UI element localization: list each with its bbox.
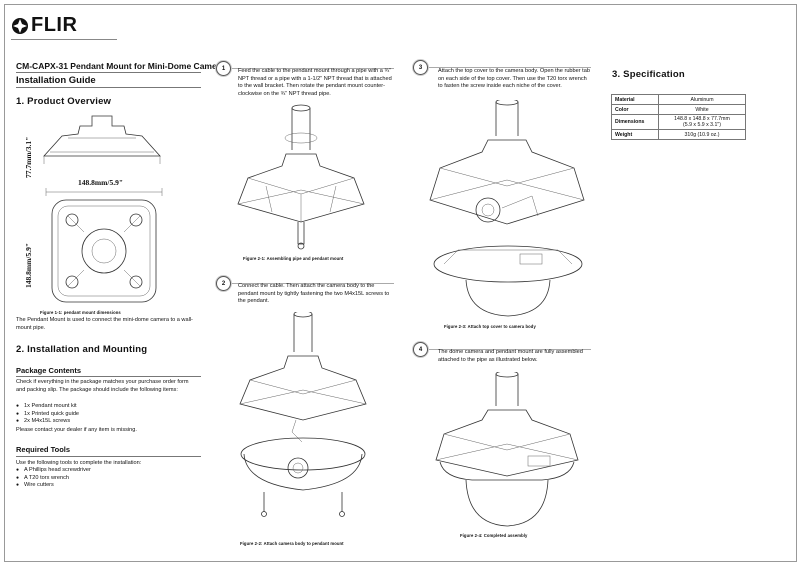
table-row: Weight 310g (10.9 oz.)	[611, 129, 746, 140]
required-tools-list: A Phillips head screwdriver A T20 torx w…	[16, 467, 196, 490]
package-contents-rule	[16, 376, 201, 377]
title-rule	[16, 72, 201, 73]
flir-logo: FLIR	[11, 14, 77, 37]
specification-table: Material Aluminum Color White Dimensions…	[611, 94, 746, 140]
spec-value: 148.8 x 148.8 x 77.7mm (5.9 x 5.9 x 3.1"…	[658, 114, 746, 130]
figure-2-4-caption: Figure 2-4: Completed assembly	[460, 533, 528, 538]
required-tools-heading: Required Tools	[16, 445, 71, 454]
specification-heading: 3. Specification	[612, 69, 685, 80]
doc-title: CM-CAPX-31 Pendant Mount for Mini-Dome C…	[16, 61, 225, 71]
step-1-text: Feed the cable to the pendant mount thro…	[238, 68, 392, 97]
figure-2-2-caption: Figure 2-2: Attach camera body to pendan…	[240, 541, 344, 546]
list-item: 2x M4x15L screws	[16, 418, 196, 426]
list-item: 1x Pendant mount kit	[16, 403, 196, 411]
spec-value: White	[658, 104, 746, 115]
step-4-badge: 4	[413, 342, 428, 357]
step-2-line	[228, 283, 394, 284]
step-1-line	[228, 68, 394, 69]
table-row: Material Aluminum	[611, 94, 746, 105]
guide-rule	[16, 87, 201, 88]
package-contents-note: Please contact your dealer if any item i…	[16, 427, 137, 433]
step-4-line	[425, 349, 591, 350]
overview-heading: 1. Product Overview	[16, 96, 112, 107]
package-contents-heading: Package Contents	[16, 366, 82, 375]
step-3-badge: 3	[413, 60, 428, 75]
spec-value-line-2: (5.9 x 5.9 x 3.1")	[683, 122, 721, 128]
step-2-badge: 2	[216, 276, 231, 291]
pendant-side-view	[43, 115, 161, 164]
spec-key: Dimensions	[611, 114, 659, 130]
figure-1-1-caption: Figure 1-1: pendant mount dimensions	[40, 310, 121, 315]
overview-description: The Pendant Mount is used to connect the…	[16, 317, 193, 331]
dim-height-label: 77.7mm/3.1"	[24, 136, 33, 178]
dim-width-arrow	[45, 188, 163, 196]
installation-heading: 2. Installation and Mounting	[16, 344, 148, 355]
list-item: 1x Printed quick guide	[16, 411, 196, 419]
step-4-illustration	[435, 372, 579, 527]
step-4-text: The dome camera and pendant mount are fu…	[438, 349, 583, 363]
list-item: A T20 torx wrench	[16, 475, 196, 483]
required-tools-intro: Use the following tools to complete the …	[16, 460, 142, 466]
logo-text: FLIR	[31, 14, 78, 36]
step-3-illustration	[429, 100, 585, 317]
spec-value-line-1: 148.8 x 148.8 x 77.7mm	[674, 116, 730, 122]
step-3-text: Attach the top cover to the camera body.…	[438, 68, 590, 89]
dim-width-label: 148.8mm/5.9"	[78, 178, 123, 187]
page-border	[4, 4, 797, 562]
step-2-illustration	[239, 312, 367, 517]
figure-2-3-caption: Figure 2-3: Attach top cover to camera b…	[444, 324, 536, 329]
step-1-illustration	[237, 104, 365, 250]
table-row: Color White	[611, 104, 746, 115]
required-tools-rule	[16, 456, 201, 457]
figure-2-1-caption: Figure 2-1: Assembling pipe and pendant …	[243, 256, 344, 261]
spec-key: Color	[611, 104, 659, 115]
list-item: Wire cutters	[16, 482, 196, 490]
package-contents-list: 1x Pendant mount kit 1x Printed quick gu…	[16, 403, 196, 426]
step-1-badge: 1	[216, 61, 231, 76]
list-item: A Phillips head screwdriver	[16, 467, 196, 475]
guide-title: Installation Guide	[16, 75, 96, 86]
package-contents-intro: Check if everything in the package match…	[16, 379, 189, 393]
flir-flame-icon	[12, 17, 28, 34]
logo-rule	[11, 39, 117, 40]
pendant-top-view	[51, 199, 157, 303]
spec-key: Material	[611, 94, 659, 105]
spec-value: Aluminum	[658, 94, 746, 105]
step-3-line	[425, 67, 591, 68]
spec-value: 310g (10.9 oz.)	[658, 129, 746, 140]
step-2-text: Connect the cable. Then attach the camer…	[238, 283, 390, 304]
spec-key: Weight	[611, 129, 659, 140]
table-row: Dimensions 148.8 x 148.8 x 77.7mm (5.9 x…	[611, 114, 746, 130]
dim-depth-label: 148.8mm/5.9"	[24, 243, 33, 288]
